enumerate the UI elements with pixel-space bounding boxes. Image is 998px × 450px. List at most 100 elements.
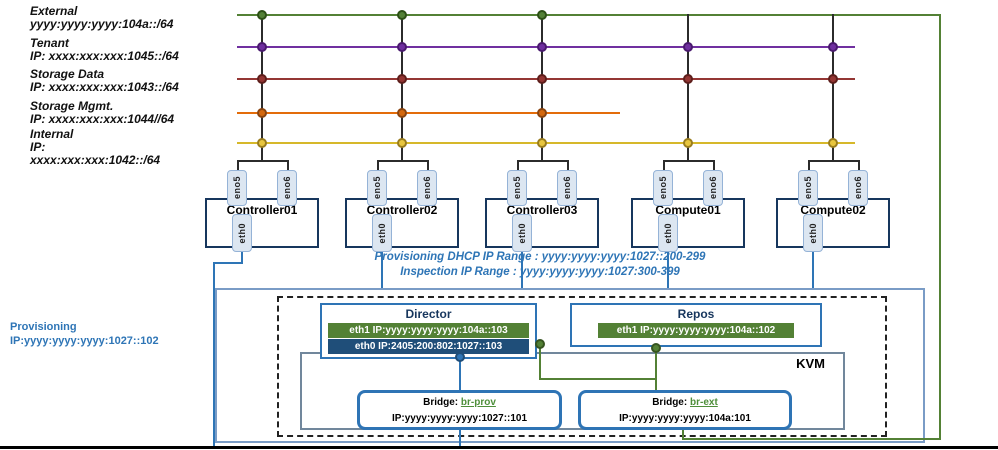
nic-tab-eno6: eno6 xyxy=(277,170,297,206)
internal-ip-prefix: IP: xyxy=(30,140,46,154)
br-prov-bridge-box: Bridge: br-prov IP:yyyy:yyyy:yyyy:1027::… xyxy=(357,390,562,430)
nic-stub-left xyxy=(237,160,239,172)
tenant-ip: IP: xxxx:xxx:xxx:1045::/64 xyxy=(30,49,179,63)
nic-label-eth0: eth0 xyxy=(808,222,818,244)
tenant-title: Tenant xyxy=(30,36,69,50)
nic-bracket xyxy=(237,160,289,162)
storage-data-connection-dot xyxy=(828,74,838,84)
storage-mgmt-network-line xyxy=(237,112,620,114)
server-name: Controller02 xyxy=(366,203,438,217)
nic-label-eno6: eno6 xyxy=(708,176,718,200)
br-ext-link[interactable]: br-ext xyxy=(689,397,718,408)
nic-stub-left xyxy=(663,160,665,172)
nic-stub-left xyxy=(517,160,519,172)
undercloud-dashed-box xyxy=(277,296,887,437)
storage-mgmt-connection-dot xyxy=(397,108,407,118)
nic-tab-eno5: eno5 xyxy=(507,170,527,206)
director-eth1-drop-line xyxy=(539,344,541,380)
nic-bracket xyxy=(377,160,429,162)
repos-eth1-ip: eth1 IP:yyyy:yyyy:yyyy:104a::102 xyxy=(598,323,794,338)
server-column-compute01: eno5 eno6 Compute01 eth0 xyxy=(631,14,745,294)
network-drop-line xyxy=(401,14,403,161)
nic-tab-eth0: eth0 xyxy=(372,214,392,252)
tenant-connection-dot xyxy=(537,42,547,52)
eth0-drop-line-compute01 xyxy=(667,252,669,288)
server-column-compute02: eno5 eno6 Compute02 eth0 xyxy=(776,14,890,294)
server-name: Compute01 xyxy=(655,203,721,217)
server-box: Compute02 xyxy=(776,198,890,248)
internal-connection-dot xyxy=(828,138,838,148)
internal-connection-dot xyxy=(683,138,693,148)
nic-stub-right xyxy=(567,160,569,172)
nic-tab-eno6: eno6 xyxy=(848,170,868,206)
br-prov-to-provisioning-line xyxy=(459,428,461,446)
inspection-range-text: Inspection IP Range : yyyy:yyyy:yyyy:102… xyxy=(400,266,680,278)
external-connection-dot xyxy=(537,10,547,20)
storage-data-network-label: Storage Data IP: xxxx:xxx:xxx:1043::/64 xyxy=(30,68,179,94)
external-bottom-line xyxy=(682,438,941,440)
bridge-prefix: Bridge: xyxy=(423,397,461,408)
repos-to-br-ext-line xyxy=(655,348,657,390)
director-to-br-prov-line xyxy=(459,357,461,390)
server-name: Controller01 xyxy=(226,203,298,217)
eth0-drop-line-controller03 xyxy=(521,252,523,288)
kvm-title: KVM xyxy=(796,356,825,371)
external-network-line xyxy=(237,14,941,16)
bridge-prefix: Bridge: xyxy=(652,397,690,408)
nic-tab-eno5: eno5 xyxy=(653,170,673,206)
storage-data-title: Storage Data xyxy=(30,67,105,81)
internal-network-label: Internal IP: xxxx:xxx:xxx:1042::/64 xyxy=(30,128,160,167)
repos-node-box: Repos eth1 IP:yyyy:yyyy:yyyy:104a::102 xyxy=(570,303,822,347)
eth0-drop-line-compute02 xyxy=(812,252,814,288)
nic-label-eno5: eno5 xyxy=(372,176,382,200)
nic-label-eno5: eno5 xyxy=(658,176,668,200)
provisioning-ip: IP:yyyy:yyyy:yyyy:1027::102 xyxy=(10,335,159,347)
storage-data-connection-dot xyxy=(537,74,547,84)
nic-label-eno5: eno5 xyxy=(512,176,522,200)
tenant-connection-dot xyxy=(828,42,838,52)
server-name: Controller03 xyxy=(506,203,578,217)
nic-tab-eth0: eth0 xyxy=(803,214,823,252)
nic-label-eno6: eno6 xyxy=(562,176,572,200)
external-connection-dot xyxy=(397,10,407,20)
external-network-label: External yyyy:yyyy:yyyy:104a::/64 xyxy=(30,5,173,31)
server-box: Controller03 xyxy=(485,198,599,248)
nic-tab-eth0: eth0 xyxy=(658,214,678,252)
br-prov-ip: IP:yyyy:yyyy:yyyy:1027::101 xyxy=(391,413,528,424)
nic-label-eth0: eth0 xyxy=(237,222,247,244)
server-box: Controller01 xyxy=(205,198,319,248)
provisioning-title: Provisioning xyxy=(10,321,77,333)
tenant-connection-dot xyxy=(257,42,267,52)
internal-connection-dot xyxy=(537,138,547,148)
tenant-network-label: Tenant IP: xxxx:xxx:xxx:1045::/64 xyxy=(30,37,179,63)
director-title: Director xyxy=(405,307,452,321)
server-column-controller03: eno5 eno6 Controller03 eth0 xyxy=(485,14,599,294)
network-drop-line xyxy=(832,14,834,161)
internal-connection-dot xyxy=(397,138,407,148)
nic-stub-right xyxy=(858,160,860,172)
nic-label-eno6: eno6 xyxy=(422,176,432,200)
storage-mgmt-network-label: Storage Mgmt. IP: xxxx:xxx:xxx:1044//64 xyxy=(30,100,174,126)
nic-stub-right xyxy=(713,160,715,172)
storage-data-connection-dot xyxy=(683,74,693,84)
repos-title: Repos xyxy=(677,307,715,321)
bottom-edge-bar xyxy=(0,446,998,449)
server-box: Controller02 xyxy=(345,198,459,248)
nic-tab-eno5: eno5 xyxy=(227,170,247,206)
provisioning-network-label: Provisioning IP:yyyy:yyyy:yyyy:1027::102 xyxy=(10,320,159,348)
br-prov-link[interactable]: br-prov xyxy=(460,397,496,408)
eth0-drop-line-controller01 xyxy=(241,252,243,264)
storage-data-connection-dot xyxy=(257,74,267,84)
nic-tab-eth0: eth0 xyxy=(232,214,252,252)
nic-bracket xyxy=(808,160,860,162)
network-drop-line xyxy=(687,14,689,161)
nic-bracket xyxy=(663,160,715,162)
external-connection-dot xyxy=(257,10,267,20)
storage-mgmt-title: Storage Mgmt. xyxy=(30,99,114,113)
external-ip: yyyy:yyyy:yyyy:104a::/64 xyxy=(30,17,174,31)
storage-mgmt-connection-dot xyxy=(537,108,547,118)
director-eth1-dot xyxy=(535,339,545,349)
nic-tab-eno5: eno5 xyxy=(798,170,818,206)
network-drop-line xyxy=(541,14,543,161)
